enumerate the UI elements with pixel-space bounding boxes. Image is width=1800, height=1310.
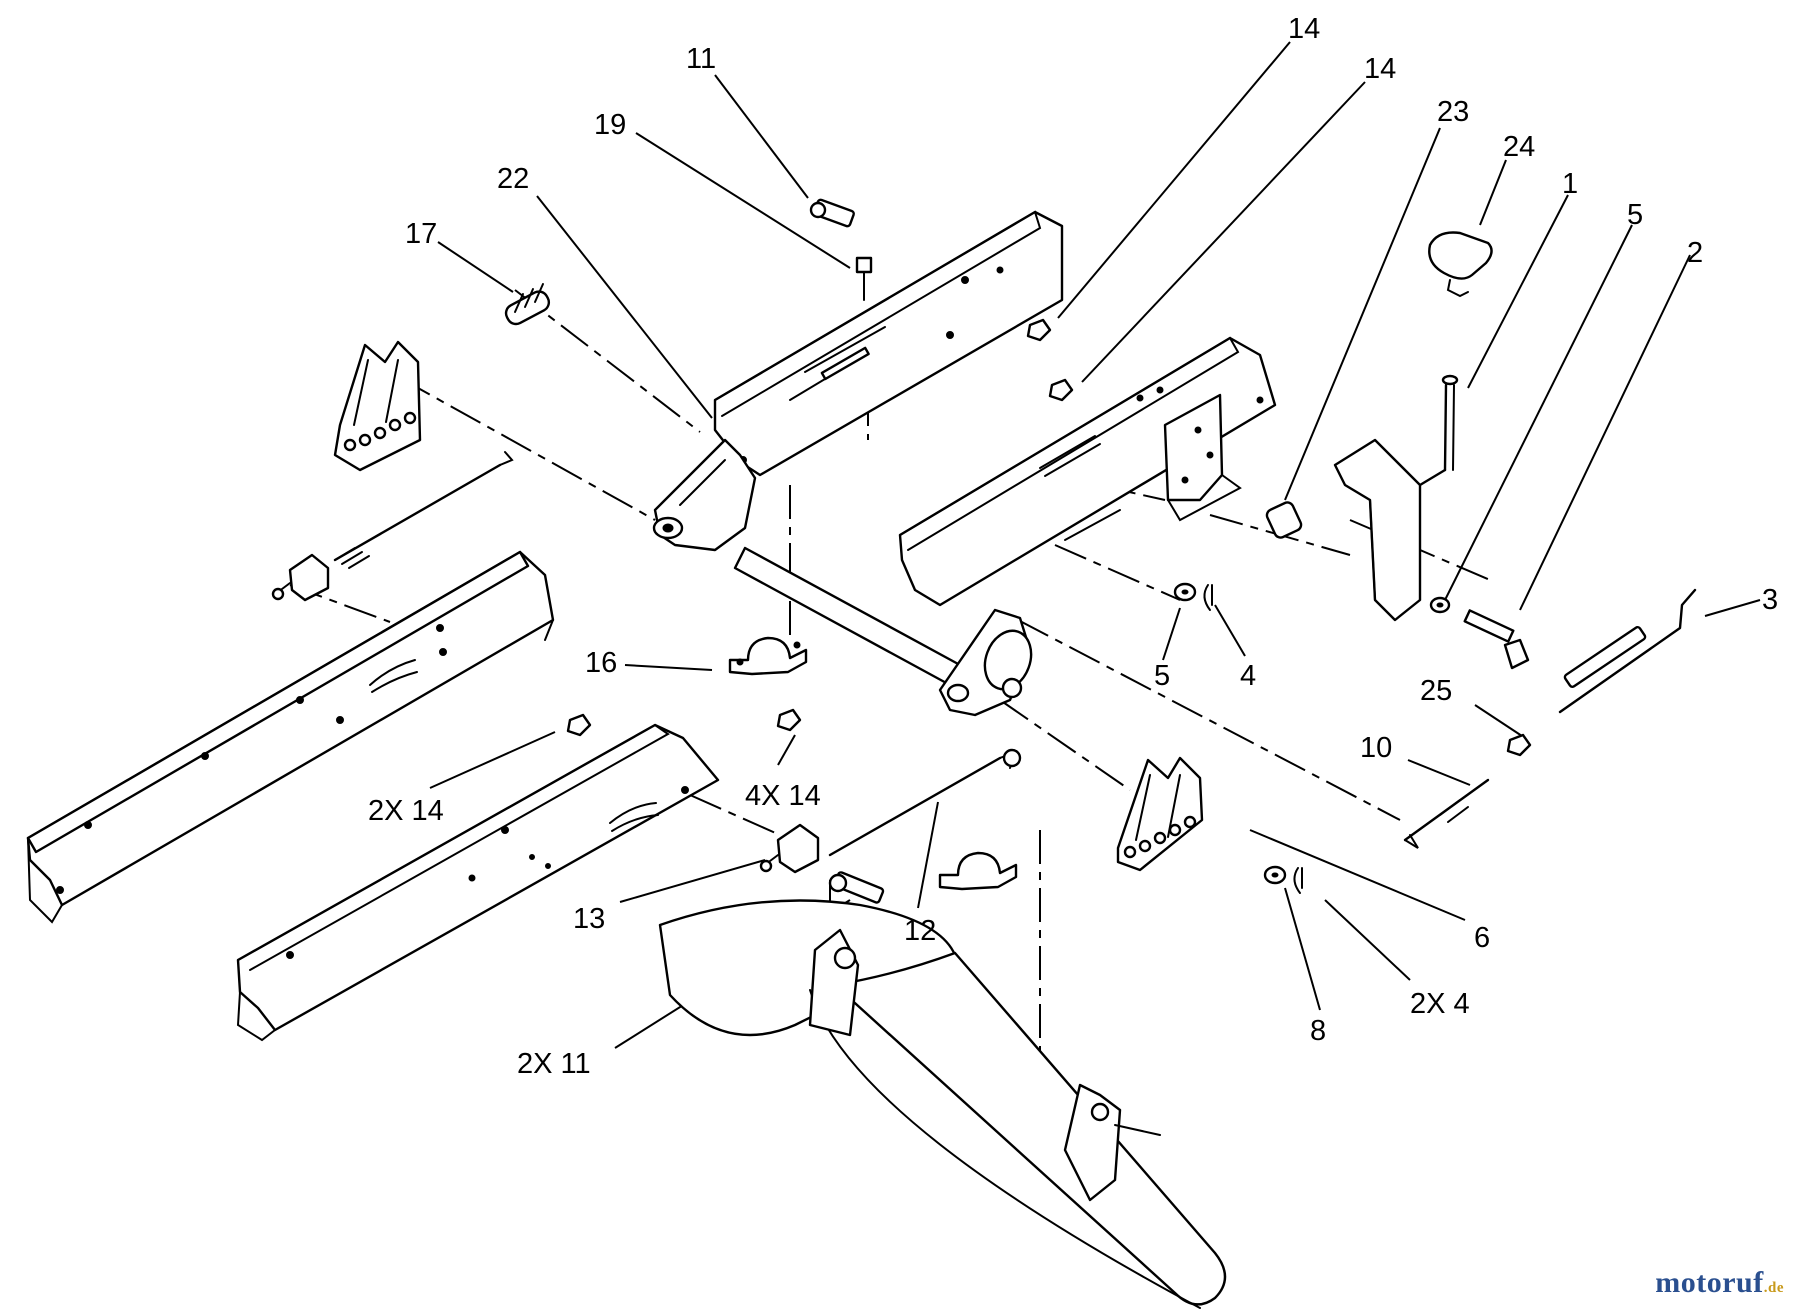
callout-14a: 14 (1288, 13, 1320, 45)
dash-spring (514, 289, 701, 433)
callout-12: 12 (904, 915, 936, 947)
height-bracket-left (333, 340, 422, 472)
callout-2x14: 2X 14 (368, 795, 444, 827)
dash-frame-right (689, 794, 781, 836)
callout-10: 10 (1360, 732, 1392, 764)
saddle-clamps (728, 636, 1018, 891)
leader-lines (429, 41, 1761, 1049)
callout-16: 16 (585, 647, 617, 679)
callout-25: 25 (1420, 675, 1452, 707)
top-bolts (809, 198, 873, 301)
left-frame-rail (26, 550, 555, 924)
callout-2: 2 (1687, 237, 1703, 269)
lower-bolt (828, 871, 885, 904)
callout-3: 3 (1762, 584, 1778, 616)
callout-6: 6 (1474, 922, 1490, 954)
callout-4: 4 (1240, 660, 1256, 692)
callout-17: 17 (405, 218, 437, 250)
callout-23: 23 (1437, 96, 1469, 128)
watermark-logo: motoruf.de (1655, 1266, 1784, 1300)
watermark-suffix: .de (1763, 1280, 1784, 1296)
link-rods (1403, 588, 1697, 849)
callout-22: 22 (497, 163, 529, 195)
deck-lift-arm (658, 899, 1227, 1309)
callout-5-mid: 5 (1154, 660, 1170, 692)
nuts (566, 318, 1532, 757)
callout-13: 13 (573, 903, 605, 935)
spring (504, 283, 551, 326)
callout-labels: 11 19 22 17 14 14 23 24 1 5 2 3 16 4X 14… (368, 13, 1778, 1080)
callout-8: 8 (1310, 1015, 1326, 1047)
callout-2x11: 2X 11 (517, 1048, 591, 1080)
callout-19: 19 (594, 109, 626, 141)
lift-lever (1265, 231, 1530, 670)
left-rod-assembly (271, 451, 514, 602)
height-bracket-right (1116, 756, 1204, 872)
dash-bracket-left (399, 377, 656, 521)
callout-24: 24 (1503, 131, 1535, 163)
callout-11: 11 (686, 43, 716, 75)
dash-washer-5 (1054, 544, 1181, 601)
upper-channel (713, 210, 1064, 477)
right-rod-assembly (759, 748, 1022, 874)
callout-2x4: 2X 4 (1410, 988, 1470, 1020)
right-channel (898, 336, 1277, 607)
dash-arm-right (999, 699, 1131, 791)
washers-pins (1173, 582, 1303, 894)
callout-14b: 14 (1364, 53, 1396, 85)
watermark-brand: motoruf (1655, 1266, 1764, 1299)
callout-1: 1 (1562, 168, 1578, 200)
callout-5-top: 5 (1627, 199, 1643, 231)
dash-rod-10 (1017, 619, 1401, 821)
callout-4x14: 4X 14 (745, 780, 821, 812)
axle-tube (652, 438, 1033, 717)
lower-left-rail (236, 723, 720, 1042)
